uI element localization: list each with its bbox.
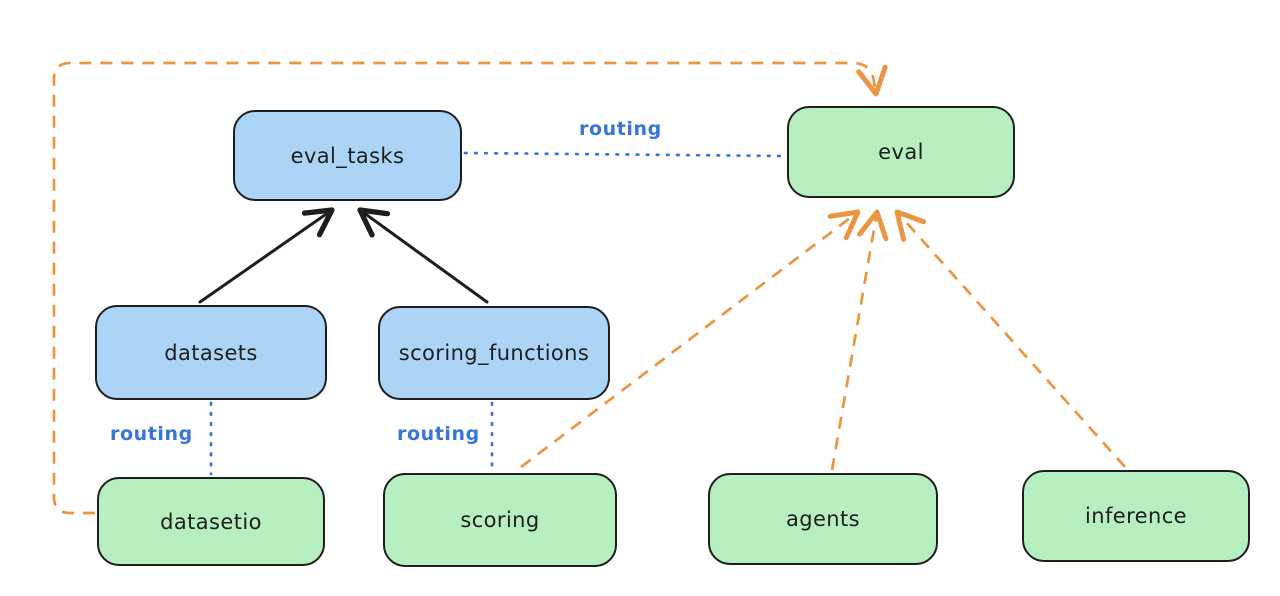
node-eval-label: eval <box>878 140 924 164</box>
node-datasetio: datasetio <box>97 477 325 566</box>
edge-agents-to-eval <box>830 209 889 471</box>
node-datasetio-label: datasetio <box>160 509 262 534</box>
node-scoring-label: scoring <box>460 508 540 532</box>
node-datasets: datasets <box>95 305 327 400</box>
edge-datasetio-to-eval <box>52 61 888 515</box>
edge-scoring-to-eval <box>520 209 861 469</box>
node-scoring: scoring <box>383 473 617 567</box>
node-agents: agents <box>708 473 938 565</box>
node-scoring-functions-label: scoring_functions <box>398 341 590 365</box>
edge-inference-to-eval <box>894 209 1127 468</box>
edge-eval-tasks-to-eval <box>463 151 786 158</box>
edge-label-routing-middle: routing <box>397 423 480 445</box>
node-eval: eval <box>787 106 1015 198</box>
edge-datasets-to-eval-tasks <box>198 207 335 304</box>
node-scoring-functions: scoring_functions <box>378 306 610 400</box>
edge-label-routing-left: routing <box>110 423 193 445</box>
node-inference: inference <box>1022 470 1250 562</box>
node-agents-label: agents <box>785 507 860 531</box>
node-datasets-label: datasets <box>164 340 258 365</box>
node-inference-label: inference <box>1085 504 1187 528</box>
edge-label-routing-top: routing <box>579 118 662 140</box>
node-eval-tasks-label: eval_tasks <box>290 143 405 168</box>
node-eval-tasks: eval_tasks <box>233 110 462 201</box>
edge-scoring-functions-to-eval-tasks <box>357 207 489 304</box>
